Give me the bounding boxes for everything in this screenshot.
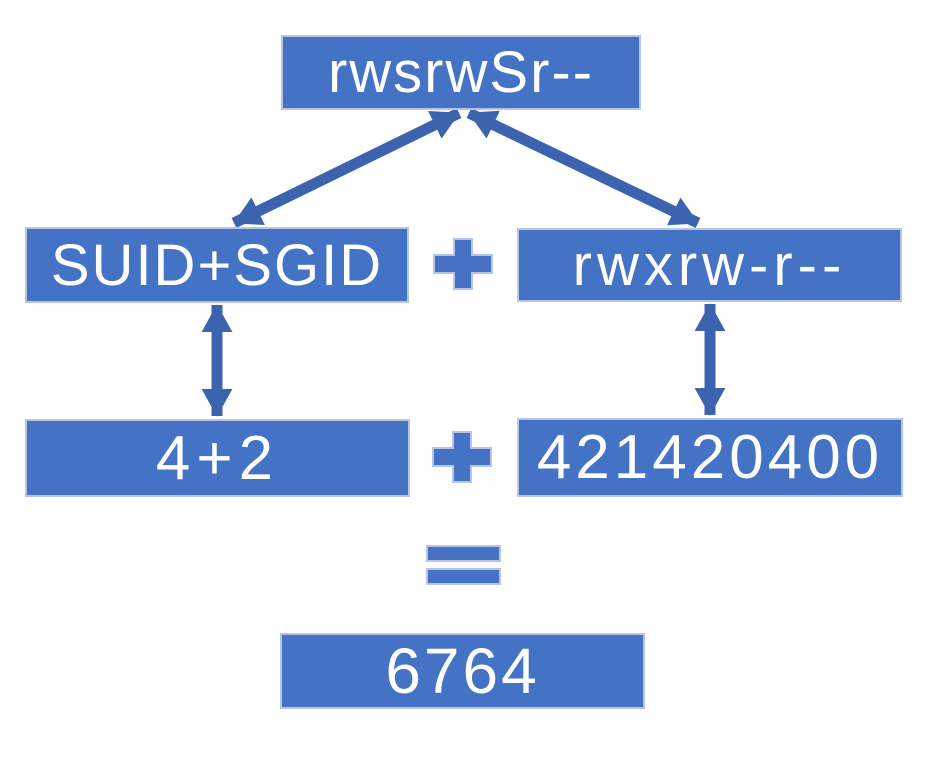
suid-sgid-box: SUID+SGID [25, 227, 409, 303]
symbolic-perms-box: rwxrw-r-- [517, 228, 902, 302]
special-bit-values-label: 4+2 [155, 423, 280, 493]
plus-operator-row2 [433, 238, 493, 290]
equals-operator [426, 545, 501, 585]
suid-sgid-label: SUID+SGID [50, 232, 384, 298]
double-arrow-top-to-symbolic [466, 108, 701, 228]
digit-values-box: 421420400 [517, 418, 903, 497]
full-symbolic-permission-label: rwsrwSr-- [327, 40, 595, 105]
full-symbolic-permission-box: rwsrwSr-- [281, 35, 641, 110]
digit-values-label: 421420400 [536, 423, 884, 492]
double-arrow-top-to-suid-sgid [231, 108, 462, 228]
result-box: 6764 [280, 633, 645, 709]
plus-operator-row3 [432, 431, 492, 483]
symbolic-perms-label: rwxrw-r-- [572, 232, 847, 298]
special-bit-values-box: 4+2 [25, 419, 410, 497]
result-label: 6764 [385, 635, 540, 707]
